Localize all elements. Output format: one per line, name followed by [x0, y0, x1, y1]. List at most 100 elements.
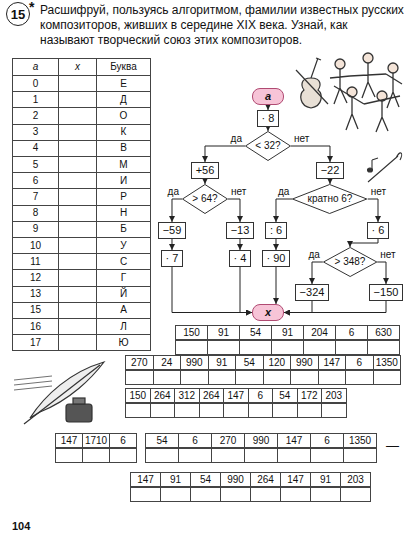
empty-cell [160, 486, 191, 502]
process-box: · 4 [229, 250, 252, 267]
table-cell: 8 [33, 207, 39, 219]
table-cell: Н [120, 207, 127, 219]
code-number: 147 [287, 474, 304, 486]
empty-cell [58, 156, 97, 173]
node-text: · 6 [372, 224, 385, 237]
empty-cell [220, 486, 251, 502]
empty-cell [290, 369, 319, 385]
flow-arrow [276, 267, 277, 304]
quill-and-inkwell [14, 362, 104, 424]
table-cell: Б [120, 223, 127, 235]
flow-arrow [268, 127, 269, 131]
table-cell: Г [121, 272, 126, 284]
code-number: 990 [296, 357, 313, 369]
empty-cell [58, 237, 97, 254]
code-number: 203 [340, 472, 371, 488]
code-number: 172 [301, 390, 318, 402]
table-cell: Л [120, 321, 127, 333]
code-number: 54 [156, 435, 167, 447]
empty-cell [343, 447, 377, 463]
code-number: 24 [161, 357, 172, 369]
empty-cell [175, 339, 208, 355]
flow-arrow [350, 239, 378, 247]
empty-cell [280, 486, 311, 502]
table-cell: К [121, 126, 127, 138]
terminal-box: a [252, 88, 284, 105]
flow-arrow [204, 179, 205, 184]
table-cell: К [96, 124, 151, 141]
table-cell: Д [96, 91, 151, 108]
node-text: > 64? [192, 193, 217, 205]
table-cell: В [96, 140, 151, 157]
code-number: 264 [250, 472, 281, 488]
empty-cell [207, 339, 240, 355]
table-cell: 2 [12, 107, 59, 124]
empty-cell [297, 402, 323, 418]
node-text: a [265, 90, 271, 103]
table-cell: Р [96, 188, 151, 205]
node-text: −150 [374, 286, 399, 299]
branch-label: да [277, 186, 290, 197]
code-number: 203 [321, 388, 347, 404]
code-number: 54 [235, 355, 264, 371]
node-text: кратно 6? [308, 193, 353, 205]
code-number: 147 [137, 474, 154, 486]
table-cell: У [96, 237, 151, 254]
empty-cell [248, 402, 274, 418]
empty-cell [153, 369, 182, 385]
code-number: 54 [272, 388, 298, 404]
branch-label: да [230, 133, 243, 144]
empty-cell [318, 369, 347, 385]
code-number: 270 [220, 435, 237, 447]
violin-bow [296, 70, 328, 104]
table-cell: 5 [33, 159, 39, 171]
code-number: 204 [311, 327, 328, 339]
code-number: 270 [131, 357, 148, 369]
code-number: 54 [200, 474, 211, 486]
code-number: 990 [220, 472, 251, 488]
table-cell: 16 [30, 321, 41, 333]
table-header: x [75, 61, 80, 73]
table-cell: О [120, 110, 128, 122]
empty-cell [174, 402, 200, 418]
flow-arrow [205, 146, 245, 162]
code-number: 24 [153, 355, 182, 371]
branch-label: да [307, 249, 320, 260]
code-number: 270 [125, 355, 154, 371]
process-box: −324 [295, 284, 330, 301]
code-number: 91 [208, 355, 237, 371]
code-number: 264 [203, 390, 220, 402]
flow-arrow [368, 199, 378, 222]
empty-cell [58, 91, 97, 108]
process-box: · 90 [262, 250, 291, 267]
code-number: 990 [180, 355, 209, 371]
empty-cell [263, 369, 292, 385]
code-number: 1710 [82, 433, 110, 449]
table-cell: Р [120, 191, 127, 203]
node-text: 15 [11, 7, 25, 22]
dancer-head [335, 59, 345, 69]
table-cell: 5 [12, 156, 59, 173]
code-number: 172 [297, 388, 323, 404]
node-text: · 8 [262, 112, 275, 125]
page-number: 104 [12, 520, 30, 532]
table-cell: 10 [30, 240, 41, 252]
table-cell: 13 [30, 288, 41, 300]
empty-cell [178, 447, 212, 463]
code-number: 91 [310, 472, 341, 488]
empty-cell [367, 339, 400, 355]
empty-cell [58, 269, 97, 286]
table-cell: Е [120, 78, 127, 90]
dancer-head [347, 87, 357, 97]
table-cell: 0 [12, 75, 59, 92]
code-number: 54 [244, 357, 255, 369]
empty-cell [145, 447, 179, 463]
empty-cell [211, 447, 245, 463]
table-cell: 13 [12, 286, 59, 303]
code-number: 147 [55, 433, 83, 449]
decision-diamond: > 348? [323, 247, 377, 277]
table-cell: 1 [33, 94, 39, 106]
code-number: 150 [129, 390, 146, 402]
empty-cell [340, 486, 371, 502]
flow-arrow [240, 267, 252, 313]
